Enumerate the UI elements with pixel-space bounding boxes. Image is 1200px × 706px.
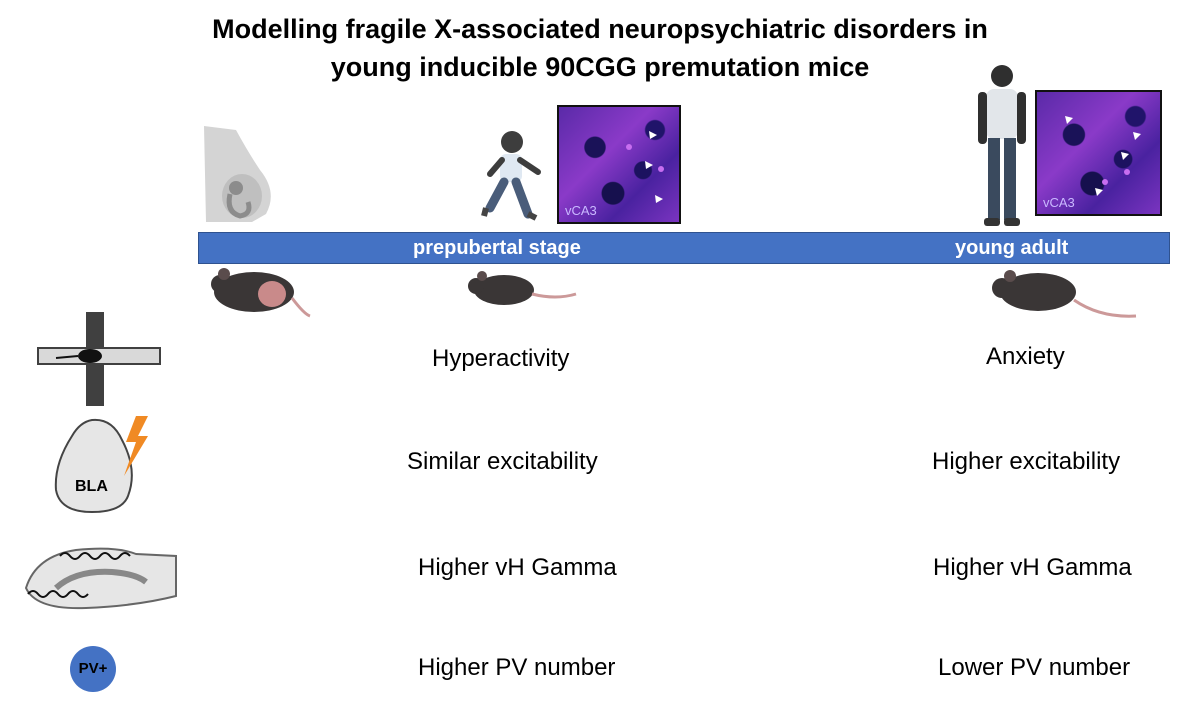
arrowhead-markers [626,131,664,203]
finding-prepubertal-behaviour: Hyperactivity [432,345,570,372]
title-line-1: Modelling fragile X-associated neuropsyc… [212,14,988,44]
child-icon [481,131,541,221]
hippocampus-icon [24,547,177,610]
figure-title: Modelling fragile X-associated neuropsyc… [0,10,1200,86]
stage-young-adult: young adult [955,237,1069,259]
bla-label: BLA [75,478,108,495]
micrograph-young-adult: vCA3 [1035,90,1162,216]
micrograph-label: vCA3 [565,203,597,218]
finding-adult-behaviour: Anxiety [986,343,1065,370]
stage-prepubertal: prepubertal stage [413,237,581,259]
adult-icon [978,65,1026,226]
juvenile-mouse-icon [468,271,577,305]
timeline-bar: prepubertal stage young adult [198,232,1170,264]
micrograph-label: vCA3 [1043,195,1075,210]
finding-prepubertal-excitability: Similar excitability [407,448,598,475]
pregnant-mouse-icon [211,268,311,318]
finding-prepubertal-pv: Higher PV number [418,654,616,681]
pv-cell-icon: PV+ [70,646,116,692]
finding-adult-gamma: Higher vH Gamma [933,554,1132,581]
finding-adult-excitability: Higher excitability [932,448,1121,475]
title-line-2: young inducible 90CGG premutation mice [330,52,870,82]
finding-prepubertal-gamma: Higher vH Gamma [418,554,617,581]
finding-adult-pv: Lower PV number [938,654,1131,681]
bla-region-icon [54,416,148,514]
lightning-icon [124,416,148,476]
pregnancy-icon [204,126,271,222]
adult-mouse-icon [992,270,1137,318]
plus-maze-icon [37,312,161,406]
arrowhead-markers [1065,116,1141,196]
micrograph-prepubertal: vCA3 [557,105,681,224]
